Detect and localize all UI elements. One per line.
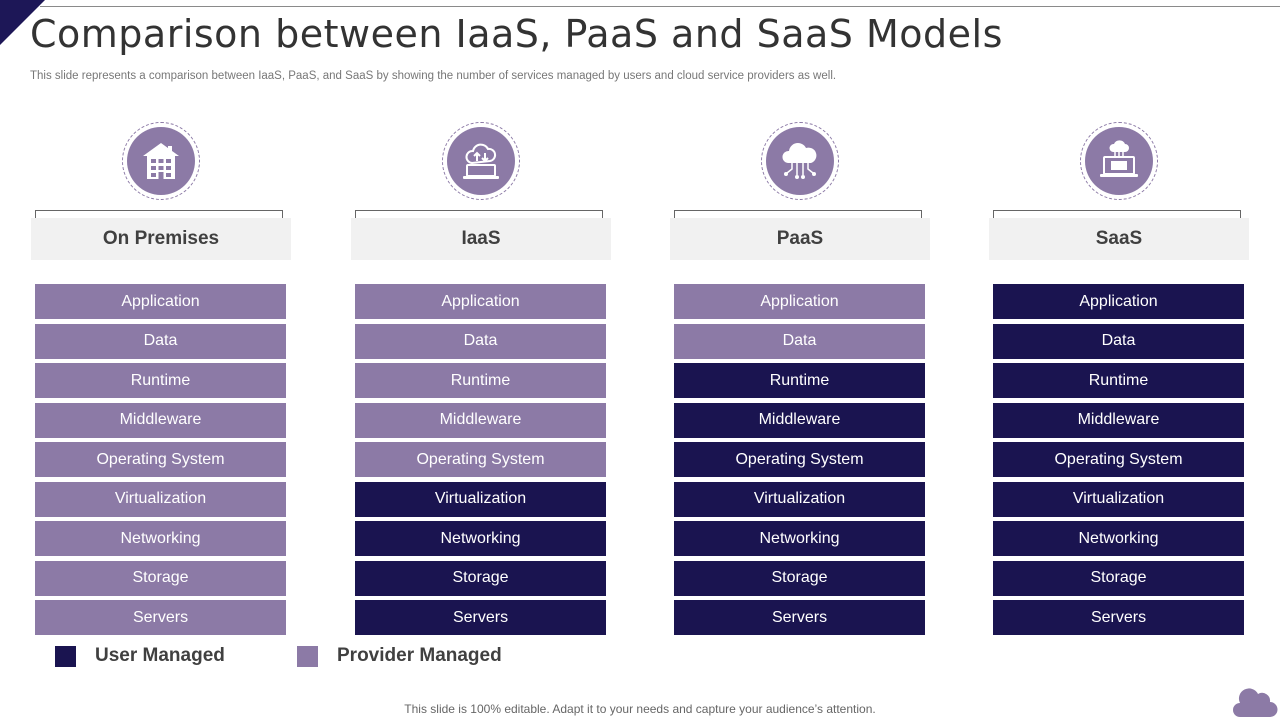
layer-servers: Servers xyxy=(674,600,925,635)
layer-middleware: Middleware xyxy=(355,402,606,438)
cloud-network-icon xyxy=(782,143,817,179)
layer-operating-system: Operating System xyxy=(993,442,1244,477)
legend-label: Provider Managed xyxy=(337,645,502,666)
cloud-laptop-icon xyxy=(1100,140,1138,177)
cloud-upload-laptop-icon xyxy=(463,143,499,179)
layer-runtime: Runtime xyxy=(355,363,606,398)
column-bracket xyxy=(35,210,283,218)
column-header: PaaS xyxy=(670,218,930,260)
layer-storage: Storage xyxy=(993,560,1244,596)
layer-runtime: Runtime xyxy=(674,363,925,398)
layer-storage: Storage xyxy=(674,560,925,596)
corner-decoration xyxy=(0,0,45,45)
layer-servers: Servers xyxy=(993,600,1244,635)
layer-data: Data xyxy=(35,323,286,359)
slide-title: Comparison between IaaS, PaaS and SaaS M… xyxy=(30,12,1003,56)
building-icon xyxy=(143,143,179,179)
layer-runtime: Runtime xyxy=(35,363,286,398)
legend-user-managed: User Managed xyxy=(55,645,225,667)
column-header: IaaS xyxy=(351,218,611,260)
layer-virtualization: Virtualization xyxy=(35,481,286,517)
column-header: On Premises xyxy=(31,218,291,260)
layer-application: Application xyxy=(35,284,286,319)
legend-swatch xyxy=(297,645,318,667)
slide-footer: This slide is 100% editable. Adapt it to… xyxy=(404,702,876,716)
layer-middleware: Middleware xyxy=(674,402,925,438)
legend-swatch xyxy=(55,645,76,667)
layer-virtualization: Virtualization xyxy=(674,481,925,517)
layer-virtualization: Virtualization xyxy=(355,481,606,517)
layer-networking: Networking xyxy=(674,521,925,556)
legend-provider-managed: Provider Managed xyxy=(297,645,502,667)
layer-data: Data xyxy=(355,323,606,359)
icon-badge xyxy=(442,122,520,200)
column-bracket xyxy=(993,210,1241,218)
layer-operating-system: Operating System xyxy=(35,442,286,477)
layer-operating-system: Operating System xyxy=(355,442,606,477)
cloud-icon xyxy=(1233,688,1278,717)
layer-middleware: Middleware xyxy=(993,402,1244,438)
icon-badge xyxy=(761,122,839,200)
legend-label: User Managed xyxy=(95,645,225,666)
layer-servers: Servers xyxy=(35,600,286,635)
layer-application: Application xyxy=(355,284,606,319)
layer-networking: Networking xyxy=(993,521,1244,556)
column-bracket xyxy=(674,210,922,218)
column-bracket xyxy=(355,210,603,218)
top-divider xyxy=(40,6,1280,7)
layer-storage: Storage xyxy=(355,560,606,596)
icon-badge xyxy=(122,122,200,200)
layer-networking: Networking xyxy=(355,521,606,556)
column-header: SaaS xyxy=(989,218,1249,260)
layer-operating-system: Operating System xyxy=(674,442,925,477)
icon-badge xyxy=(1080,122,1158,200)
layer-data: Data xyxy=(993,323,1244,359)
layer-data: Data xyxy=(674,323,925,359)
layer-storage: Storage xyxy=(35,560,286,596)
layer-servers: Servers xyxy=(355,600,606,635)
layer-virtualization: Virtualization xyxy=(993,481,1244,517)
layer-application: Application xyxy=(993,284,1244,319)
layer-middleware: Middleware xyxy=(35,402,286,438)
layer-networking: Networking xyxy=(35,521,286,556)
layer-runtime: Runtime xyxy=(993,363,1244,398)
layer-application: Application xyxy=(674,284,925,319)
slide-subtitle: This slide represents a comparison betwe… xyxy=(30,70,837,82)
